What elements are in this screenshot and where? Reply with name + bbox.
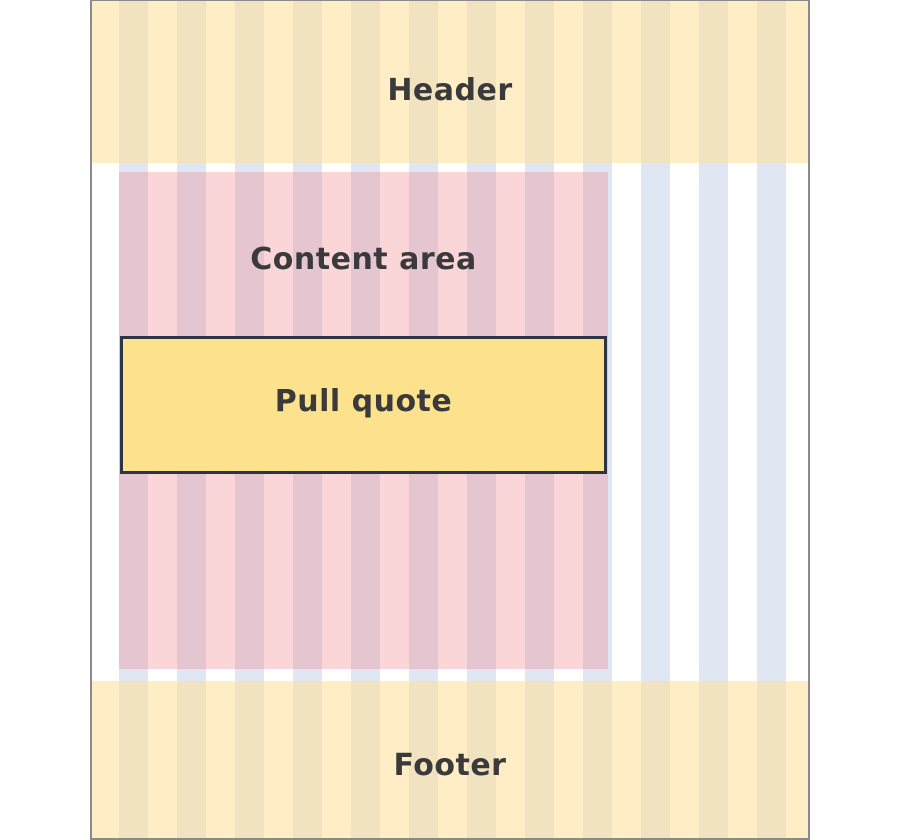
pull-quote-label: Pull quote	[274, 384, 453, 419]
content-area-label: Content area	[250, 242, 477, 277]
footer-region: Footer	[92, 681, 808, 838]
pull-quote-box: Pull quote	[120, 336, 607, 474]
header-label: Header	[387, 73, 513, 108]
header-region: Header	[92, 1, 808, 163]
footer-label: Footer	[393, 748, 507, 783]
layout-frame: Header Content area Pull quote Footer	[90, 0, 810, 840]
